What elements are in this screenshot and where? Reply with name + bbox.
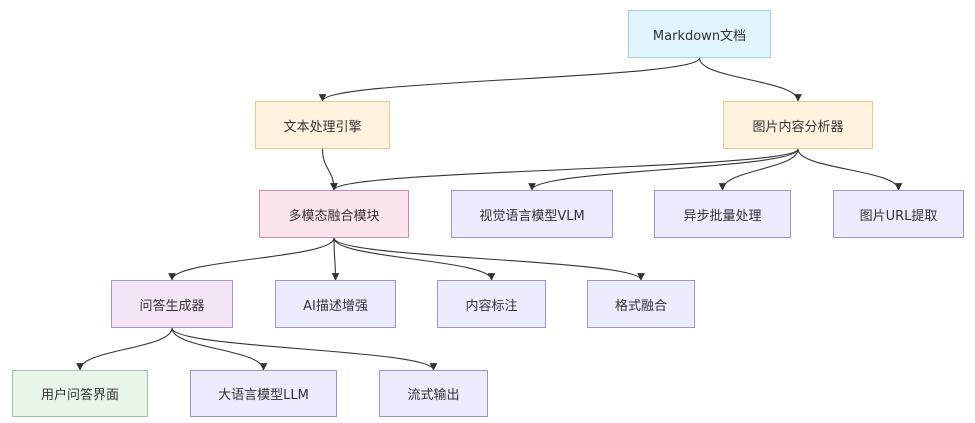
edge-qa_generator-to-streaming_output xyxy=(171,327,438,371)
node-label: 大语言模型LLM xyxy=(218,388,309,403)
node-label: 异步批量处理 xyxy=(683,208,762,224)
node-label: 视觉语言模型VLM xyxy=(479,208,585,224)
node-label: 问答生成器 xyxy=(139,298,205,314)
node-label: 用户问答界面 xyxy=(40,388,119,403)
edge-markdown_doc-to-text_engine xyxy=(318,57,701,102)
node-user-qa-ui: 用户问答界面 xyxy=(12,370,148,417)
node-label: 流式输出 xyxy=(407,388,460,403)
edge-multimodal_fusion-to-format_fusion xyxy=(333,237,645,281)
node-async-batch: 异步批量处理 xyxy=(654,190,791,238)
edge-multimodal_fusion-to-qa_generator xyxy=(168,237,335,281)
edge-multimodal_fusion-to-ai_desc_enhance xyxy=(331,237,340,281)
edge-image_analyzer-to-vlm xyxy=(528,148,799,191)
edge-image_analyzer-to-async_batch xyxy=(718,148,799,191)
node-qa-generator: 问答生成器 xyxy=(111,280,233,328)
edge-multimodal_fusion-to-content_annotation xyxy=(333,237,496,281)
node-content-annotation: 内容标注 xyxy=(437,280,546,328)
edge-qa_generator-to-llm xyxy=(171,327,268,371)
edge-markdown_doc-to-image_analyzer xyxy=(698,57,802,102)
node-label: 图片内容分析器 xyxy=(752,119,844,135)
edge-text_engine-to-multimodal_fusion xyxy=(321,148,338,191)
edge-image_analyzer-to-image_url_extract xyxy=(797,148,903,191)
node-image-analyzer: 图片内容分析器 xyxy=(723,101,873,149)
node-llm: 大语言模型LLM xyxy=(190,370,337,417)
node-streaming-output: 流式输出 xyxy=(379,370,488,417)
node-label: Markdown文档 xyxy=(652,28,747,44)
node-format-fusion: 格式融合 xyxy=(587,280,695,328)
node-vlm: 视觉语言模型VLM xyxy=(451,190,613,238)
node-label: 格式融合 xyxy=(614,298,667,314)
edge-qa_generator-to-user_qa_ui xyxy=(76,327,173,371)
node-multimodal-fusion: 多模态融合模块 xyxy=(259,190,409,238)
node-markdown-doc: Markdown文档 xyxy=(628,10,771,58)
node-label: 文本处理引擎 xyxy=(283,119,362,135)
node-label: 多模态融合模块 xyxy=(288,208,380,224)
node-ai-desc-enhance: AI描述增强 xyxy=(275,280,396,328)
node-label: 图片URL提取 xyxy=(859,208,938,224)
node-label: AI描述增强 xyxy=(303,298,368,314)
edge-image_analyzer-to-multimodal_fusion xyxy=(330,148,799,191)
node-label: 内容标注 xyxy=(465,298,518,314)
node-text-engine: 文本处理引擎 xyxy=(255,101,390,149)
node-image-url-extract: 图片URL提取 xyxy=(833,190,964,238)
